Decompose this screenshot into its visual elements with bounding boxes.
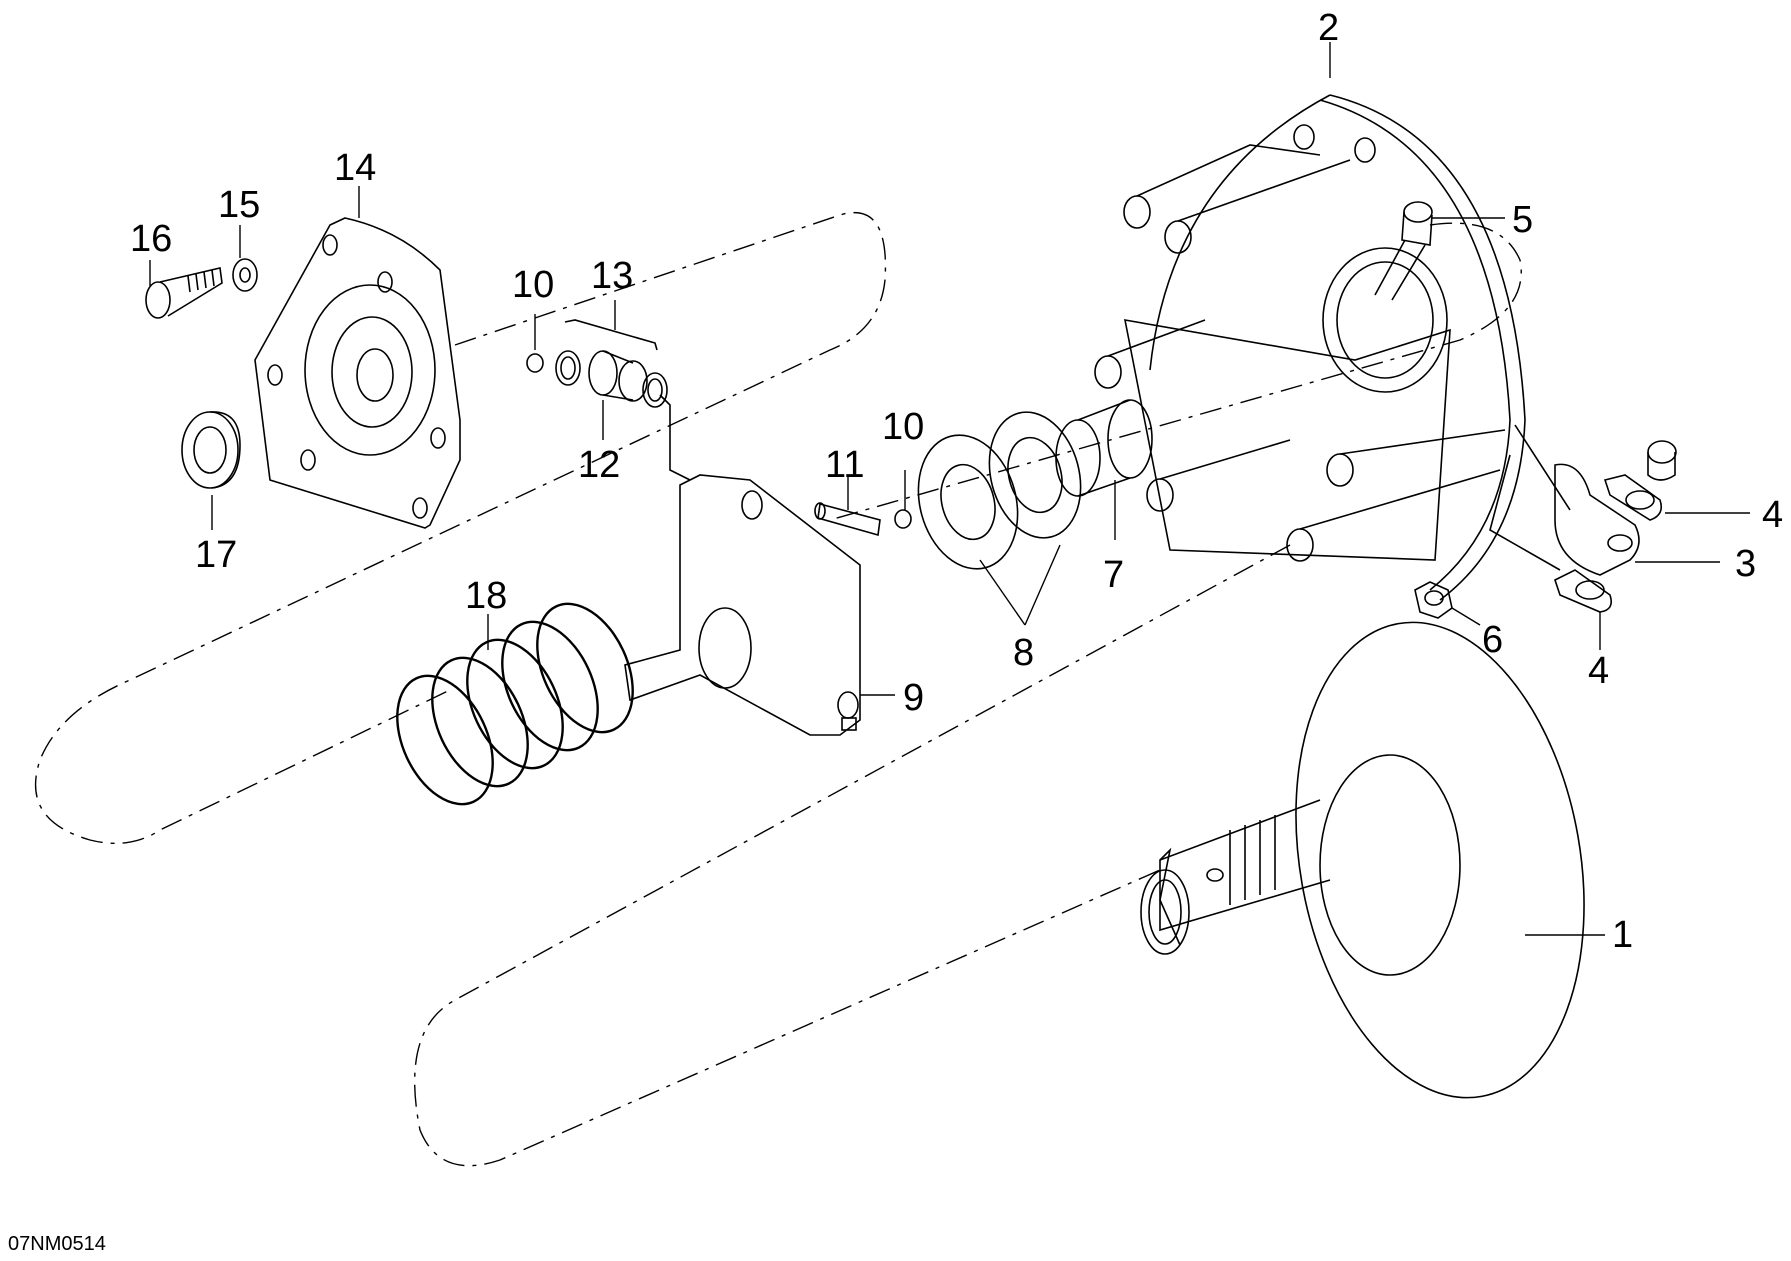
- callout-7: 7: [1103, 554, 1124, 596]
- part-17-grommet: [181, 411, 241, 489]
- callout-4-lower: 4: [1588, 650, 1609, 692]
- callout-3: 3: [1735, 543, 1756, 585]
- callout-8: 8: [1013, 632, 1034, 674]
- assembly-axis-upper: [34, 211, 887, 845]
- part-1-fixed-sheave: [1140, 621, 1585, 1099]
- callout-18: 18: [465, 575, 507, 617]
- callout-16: 16: [130, 218, 172, 260]
- callout-13: 13: [591, 255, 633, 297]
- roller-sleeve: [1647, 440, 1677, 481]
- part-10-pin-cap-upper: [526, 353, 544, 373]
- part-10-pin-cap-lower: [894, 509, 912, 529]
- callout-2: 2: [1318, 7, 1339, 49]
- callout-12: 12: [578, 444, 620, 486]
- part-7-bushing: [1055, 399, 1153, 497]
- callout-4-upper: 4: [1762, 494, 1783, 536]
- callout-11: 11: [825, 444, 864, 486]
- leader-lines: [149, 42, 1750, 936]
- assembly-axis-lower: [414, 544, 1291, 1167]
- assembly-axis-right: [829, 222, 1522, 521]
- callout-1: 1: [1612, 914, 1633, 956]
- part-3-roller-bracket: [1489, 424, 1640, 576]
- diagram-reference-code: 07NM0514: [8, 1233, 106, 1255]
- callout-9: 9: [903, 677, 924, 719]
- callout-10-upper: 10: [512, 264, 554, 306]
- part-4-washer-upper: [1603, 474, 1663, 521]
- part-11-pin: [814, 502, 881, 537]
- callout-15: 15: [218, 184, 260, 226]
- callout-10-lower: 10: [882, 406, 924, 448]
- part-13-washers: [555, 319, 691, 481]
- part-12-roller-bushing: [588, 350, 648, 402]
- part-14-cover-plate: [254, 217, 461, 529]
- part-9-spider: [624, 474, 861, 736]
- callout-6: 6: [1482, 619, 1503, 661]
- callout-14: 14: [334, 147, 376, 189]
- callout-5: 5: [1512, 199, 1533, 241]
- part-16-bolt: [145, 267, 223, 319]
- part-4-washer-lower: [1554, 569, 1613, 613]
- callout-17: 17: [195, 534, 237, 576]
- part-5-cap-screw: [1374, 201, 1433, 301]
- part-18-spring: [396, 602, 634, 806]
- part-15-washer: [232, 258, 258, 292]
- part-2-movable-sheave: [1094, 94, 1526, 601]
